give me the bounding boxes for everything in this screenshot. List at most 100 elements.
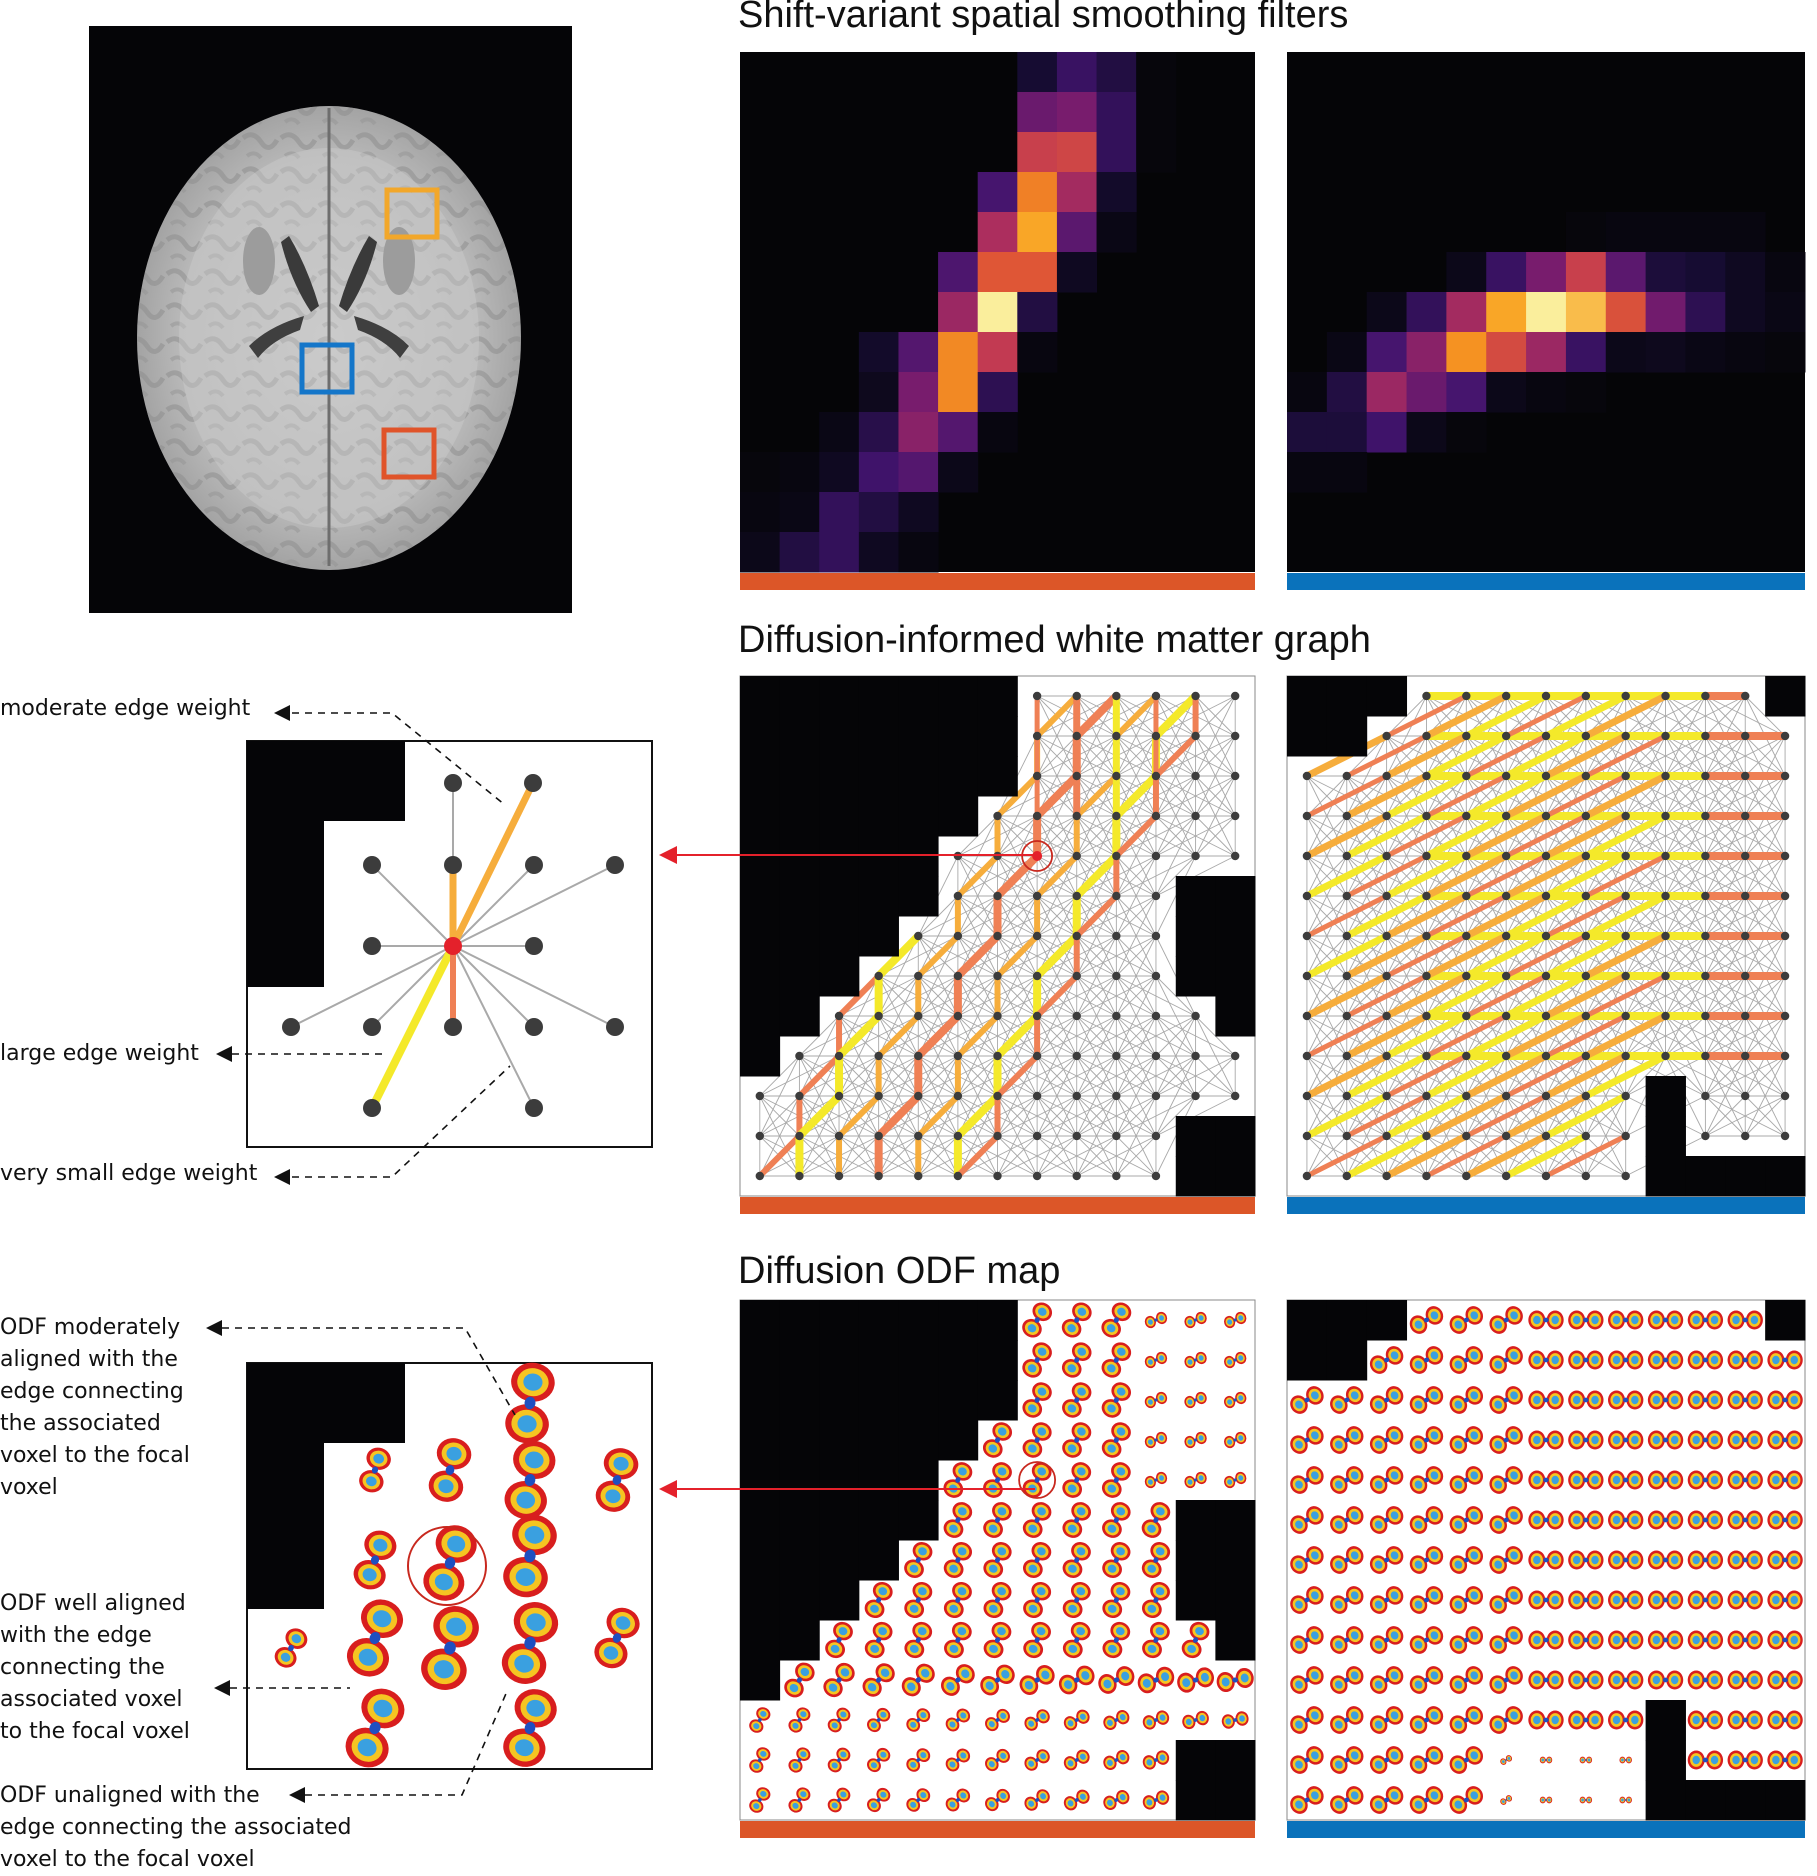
odf-glyph: [1290, 1466, 1324, 1494]
masked-voxel: [858, 1380, 899, 1421]
graph-node: [1780, 1051, 1790, 1061]
graph-node: [1112, 771, 1121, 781]
masked-voxel: [740, 1036, 781, 1077]
odf-glyph: [945, 1748, 971, 1772]
graph-node: [1780, 731, 1790, 741]
odf-glyph: [1568, 1670, 1604, 1690]
heatmap-cell: [1765, 332, 1806, 373]
masked-voxel: [779, 836, 820, 877]
odf-glyph: [985, 1708, 1010, 1732]
weighted-edge: [1423, 893, 1509, 939]
weighted-edge: [1344, 973, 1429, 1019]
odf-glyph: [1330, 1466, 1364, 1494]
white-matter-graph-orange: [739, 675, 1256, 1197]
graph-node: [1701, 851, 1710, 861]
graph-node: [1462, 1131, 1471, 1141]
masked-voxel: [779, 996, 820, 1037]
odf-glyph: [1579, 1796, 1593, 1804]
weighted-edge: [1033, 932, 1081, 980]
graph-node: [755, 1131, 765, 1141]
odf-glyph: [1144, 1311, 1168, 1329]
masked-voxel: [858, 676, 899, 717]
masked-voxel: [858, 716, 899, 757]
graph-node: [1581, 971, 1591, 981]
masked-voxel: [858, 876, 899, 917]
graph-node: [1230, 731, 1240, 741]
weighted-edge: [1343, 1012, 1430, 1060]
heatmap-cell: [1366, 412, 1408, 453]
weighted-edge: [1543, 1133, 1629, 1179]
heatmap-cell: [1565, 252, 1607, 293]
odf-glyph: [906, 1788, 931, 1812]
graph-node: [1581, 891, 1591, 901]
graph-node: [282, 1018, 300, 1036]
heatmap-cell: [1685, 292, 1726, 333]
heatmap-cell: [1725, 332, 1766, 373]
masked-voxel: [740, 1340, 781, 1381]
section-title-graph: Diffusion-informed white matter graph: [738, 619, 1371, 661]
edge-very-small: [452, 945, 616, 1028]
odf-glyph: [904, 1581, 933, 1619]
graph-node: [1072, 1051, 1081, 1061]
masked-voxel: [779, 756, 820, 797]
graph-node: [953, 1051, 963, 1061]
weighted-edge: [1502, 1132, 1590, 1180]
masked-voxel: [819, 1420, 860, 1461]
graph-node: [1661, 771, 1670, 781]
weighted-edge: [1463, 1093, 1549, 1139]
weighted-edge: [1304, 1013, 1390, 1059]
odf-glyph: [1489, 1706, 1523, 1734]
graph-node: [1780, 891, 1790, 901]
graph-node: [1741, 971, 1750, 981]
masked-voxel: [977, 716, 1018, 757]
weighted-edge: [1503, 933, 1589, 979]
weighted-edge: [1582, 772, 1670, 820]
graph-node: [993, 1011, 1002, 1021]
weighted-edge: [1462, 772, 1550, 820]
graph-node: [525, 937, 543, 955]
graph-node: [1661, 731, 1670, 741]
odf-glyph: [1687, 1470, 1724, 1490]
masked-voxel: [977, 1300, 1018, 1341]
odf-glyph: [1409, 1666, 1444, 1694]
graph-node: [1382, 731, 1391, 741]
masked-voxel: [740, 1500, 781, 1541]
heatmap-cell: [1526, 372, 1567, 413]
roi-box-central: [299, 342, 355, 395]
odf-glyph: [1141, 1581, 1170, 1619]
graph-node: [1741, 811, 1750, 821]
odf-glyph: [1647, 1590, 1684, 1610]
pointer-arrow-graph: [659, 846, 1035, 864]
odf-glyph: [1063, 1709, 1090, 1731]
heatmap-cell: [1446, 292, 1487, 333]
weighted-edge: [1151, 692, 1200, 740]
graph-node: [1230, 1051, 1240, 1061]
odf-map-blue: [1286, 1299, 1806, 1821]
graph-node: [606, 856, 624, 874]
graph-node: [1661, 691, 1670, 701]
weighted-edge: [1344, 1093, 1429, 1139]
heatmap-cell: [1096, 132, 1137, 173]
weighted-edge: [1343, 812, 1430, 860]
weighted-edge: [1383, 1012, 1470, 1060]
graph-node: [953, 1091, 963, 1101]
odf-glyph: [1449, 1426, 1484, 1454]
odf-glyph: [1369, 1386, 1404, 1414]
weighted-edge: [1582, 812, 1670, 860]
graph-node: [1382, 811, 1391, 821]
graph-node: [1422, 851, 1431, 861]
weighted-edge: [1542, 732, 1630, 780]
graph-node: [1112, 691, 1121, 701]
odf-glyph: [1142, 1790, 1170, 1810]
heatmap-cell: [1056, 92, 1098, 133]
heatmap-cell: [1685, 212, 1726, 253]
weighted-edge: [1303, 1052, 1391, 1100]
heatmap-cell: [1725, 252, 1766, 293]
heatmap-cell: [1605, 212, 1647, 253]
heatmap-cell: [1287, 372, 1328, 413]
graph-node: [1112, 1091, 1121, 1101]
roi-box-frontal: [384, 187, 440, 240]
masked-voxel: [977, 676, 1018, 717]
graph-node: [1541, 771, 1551, 781]
odf-glyph: [1290, 1426, 1324, 1454]
